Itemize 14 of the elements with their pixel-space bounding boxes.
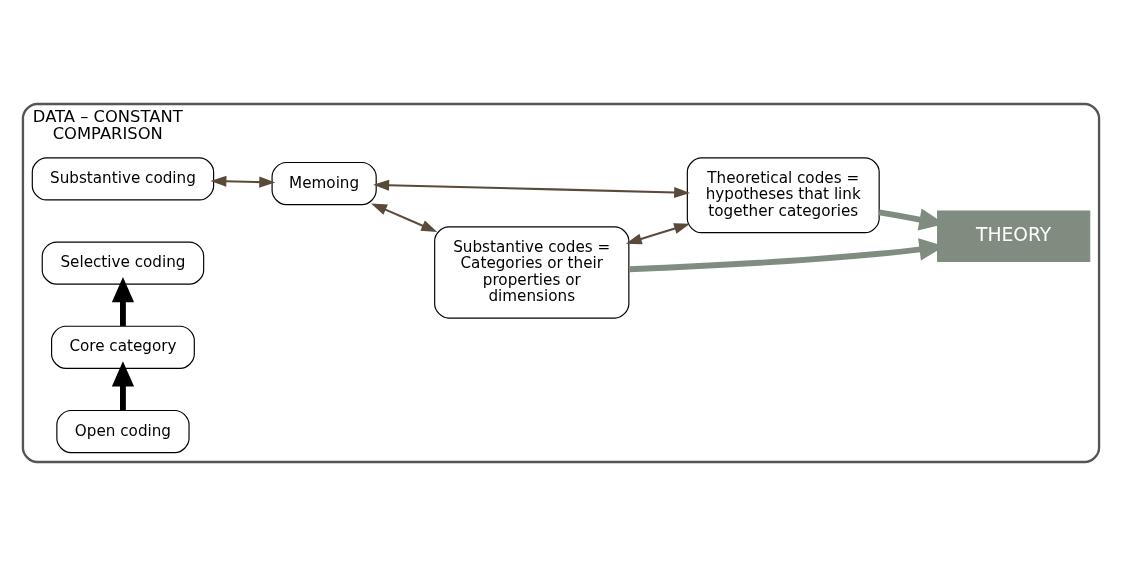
node-box: Memoing xyxy=(271,161,377,205)
arrow xyxy=(111,276,135,326)
arrow xyxy=(373,179,691,198)
arrow xyxy=(371,202,438,232)
node-box: Substantive codes = Categories or their properties or dimensions xyxy=(434,225,630,319)
node-box: Selective coding xyxy=(41,240,205,285)
node-box: Substantive coding xyxy=(31,156,215,201)
arrow xyxy=(625,222,691,244)
node-box: Open coding xyxy=(56,409,190,453)
arrow xyxy=(111,360,135,410)
arrow xyxy=(210,175,276,188)
node-box: THEORY xyxy=(937,209,1091,262)
node-box: Core category xyxy=(51,325,195,369)
node-box: Theoretical codes = hypotheses that link together categories xyxy=(686,156,880,233)
